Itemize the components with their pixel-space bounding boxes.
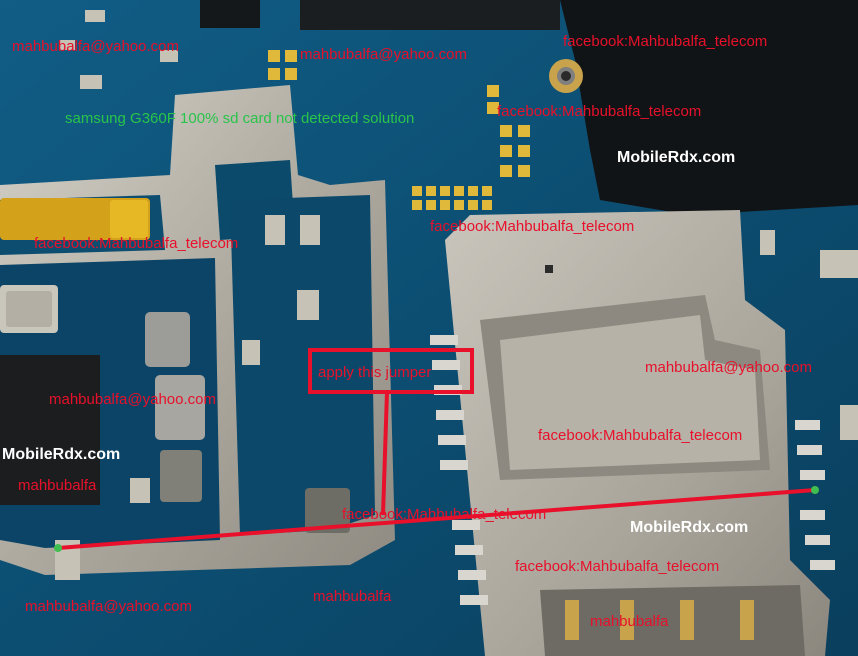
watermark-facebook: facebook:Mahbubalfa_telecom xyxy=(515,558,720,575)
watermark-site: MobileRdx.com xyxy=(2,446,121,463)
bottom-contacts xyxy=(565,600,754,640)
watermark-mail: mahbubalfa@yahoo.com xyxy=(12,38,179,55)
watermark-mail: mahbubalfa@yahoo.com xyxy=(49,391,216,408)
jumper-highlight-box xyxy=(308,348,474,394)
watermark-site: MobileRdx.com xyxy=(630,519,749,536)
watermark-site: MobileRdx.com xyxy=(617,149,736,166)
watermark-facebook: facebook:Mahbubalfa_telecom xyxy=(538,427,743,444)
black-ic xyxy=(0,355,100,505)
watermark-facebook: facebook:Mahbubalfa_telecom xyxy=(430,218,635,235)
caption-text: samsung G360F 100% sd card not detected … xyxy=(65,110,415,127)
camera-module xyxy=(560,0,858,215)
watermark-mail: mahbubalfa@yahoo.com xyxy=(645,359,812,376)
watermark-mail: mahbubalfa@yahoo.com xyxy=(25,598,192,615)
jumper-label: apply this jumper xyxy=(318,364,432,381)
jumper-pointer-line xyxy=(381,391,389,516)
watermark-facebook: facebook:Mahbubalfa_telecom xyxy=(34,235,239,252)
watermark-name: mahbubalfa xyxy=(18,477,97,494)
watermark-name: mahbubalfa xyxy=(313,588,392,605)
jumper-point-left xyxy=(54,544,62,552)
jumper-point-right xyxy=(811,486,819,494)
smd-components xyxy=(55,10,858,580)
watermark-facebook: facebook:Mahbubalfa_telecom xyxy=(497,103,702,120)
gold-pads xyxy=(268,50,530,210)
inductor-1 xyxy=(145,312,190,367)
inductor-3 xyxy=(160,450,202,502)
watermark-facebook: facebook:Mahbubalfa_telecom xyxy=(342,506,547,523)
top-connector xyxy=(300,0,560,30)
inductor-4 xyxy=(305,488,350,533)
jumper-wire-line xyxy=(57,488,816,550)
inductor-2 xyxy=(155,375,205,440)
watermark-facebook: facebook:Mahbubalfa_telecom xyxy=(563,33,768,50)
watermark-name: mahbubalfa xyxy=(590,613,669,630)
watermark-mail: mahbubalfa@yahoo.com xyxy=(300,46,467,63)
